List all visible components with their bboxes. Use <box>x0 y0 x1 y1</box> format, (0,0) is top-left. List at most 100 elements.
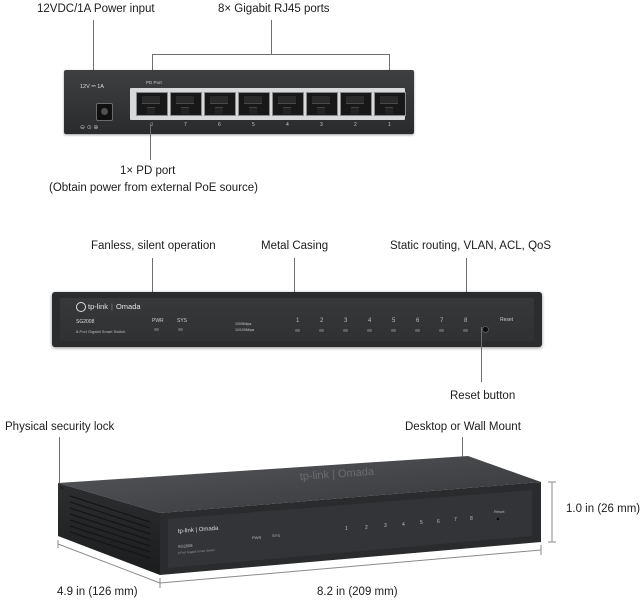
port-led <box>439 329 444 332</box>
rear-port-number: 7 <box>184 122 187 128</box>
persp-brand: tp-link | Omada <box>178 526 220 535</box>
rj45-port[interactable] <box>238 92 270 116</box>
rear-port-number: 1 <box>388 122 391 128</box>
persp-port-number: 6 <box>437 519 440 525</box>
front-logo: tp-link|Omada <box>76 302 141 313</box>
persp-port-number: 4 <box>402 522 405 528</box>
rj45-port[interactable] <box>272 92 304 116</box>
front-port-number: 3 <box>344 318 348 324</box>
pd-port-label: PD Port <box>146 80 162 85</box>
fanless-callout-line <box>152 258 153 294</box>
ground-symbols: ⊖ ⊙ ⊕ <box>80 125 99 131</box>
height-dimension <box>548 481 556 543</box>
persp-port-number: 7 <box>454 517 457 523</box>
rj45-port[interactable] <box>374 92 406 116</box>
top-logo: tp-link | Omada <box>299 466 375 483</box>
pwr-label: PWR <box>152 318 164 324</box>
width-dimension-label: 8.2 in (209 mm) <box>317 586 398 598</box>
port-led <box>415 329 420 332</box>
security-lock-slot <box>60 486 64 490</box>
rj45-bracket-top <box>152 54 390 55</box>
model-description: 8-Port Gigabit Smart Switch <box>76 329 126 334</box>
mount-callout: Desktop or Wall Mount <box>405 421 521 433</box>
rj45-port[interactable] <box>306 92 338 116</box>
security-lock-callout: Physical security lock <box>5 421 115 433</box>
front-port-number: 2 <box>320 318 324 324</box>
pd-port-callout: 1× PD port <box>120 165 176 177</box>
port-led <box>391 329 396 332</box>
width-dimension <box>159 545 542 588</box>
port-led <box>295 329 300 332</box>
reset-button-callout: Reset button <box>450 390 516 402</box>
port-led <box>319 329 324 332</box>
metal-callout-line <box>294 258 295 294</box>
front-port-number: 6 <box>416 318 420 324</box>
mount-callout-line <box>462 437 463 463</box>
pd-callout-dot <box>149 122 152 125</box>
rear-port-number: 4 <box>286 122 289 128</box>
power-callout-line <box>93 20 94 82</box>
routing-callout: Static routing, VLAN, ACL, QoS <box>390 240 552 252</box>
reset-button[interactable] <box>482 326 489 333</box>
persp-model: SG2008 <box>178 543 194 549</box>
lock-callout-line <box>59 437 60 483</box>
persp-pwr: PWR <box>252 535 261 540</box>
persp-port-number: 5 <box>420 520 423 526</box>
rj45-callout-line <box>271 20 272 54</box>
pwr-led <box>154 328 159 331</box>
rj45-port[interactable] <box>204 92 236 116</box>
metal-casing-callout: Metal Casing <box>261 240 329 252</box>
power-input-callout: 12VDC/1A Power input <box>37 3 155 15</box>
persp-port-numbers: 1 2 3 4 5 6 7 8 <box>345 516 473 532</box>
model-name: SG2008 <box>76 319 95 325</box>
persp-port-number: 3 <box>384 523 387 529</box>
dc-power-input: 12V ⎓ 1A ⊖ ⊙ ⊕ <box>76 80 118 131</box>
rear-panel: 12V ⎓ 1A ⊖ ⊙ ⊕ PD Port 8 7 6 5 4 3 2 1 <box>64 70 414 134</box>
front-port-number: 4 <box>368 318 372 324</box>
rj45-port[interactable] <box>136 92 168 116</box>
vent-slots <box>69 495 151 559</box>
rear-port-number: 8 <box>150 122 153 128</box>
perspective-switch: tp-link | Omada tp-link | Omada SG2008 8… <box>57 456 556 588</box>
rear-port-number: 2 <box>354 122 357 128</box>
front-face: tp-link|Omada SG2008 8-Port Gigabit Smar… <box>60 298 534 341</box>
rear-port-number: 6 <box>218 122 221 128</box>
persp-sys: SYS <box>272 533 280 538</box>
speed-1000-label: 1000Mbps <box>235 322 252 326</box>
port-led <box>367 329 372 332</box>
port-led <box>343 329 348 332</box>
rj45-ports-callout: 8× Gigabit RJ45 ports <box>218 3 330 15</box>
front-panel: tp-link|Omada SG2008 8-Port Gigabit Smar… <box>52 292 542 347</box>
dc-jack <box>96 103 113 121</box>
switch-top-surface <box>58 456 541 513</box>
port-led <box>463 329 468 332</box>
dc-label: 12V ⎓ 1A <box>80 84 104 90</box>
depth-dimension-label: 4.9 in (126 mm) <box>57 586 138 598</box>
rj45-port[interactable] <box>170 92 202 116</box>
height-dimension-label: 1.0 in (26 mm) <box>566 503 640 515</box>
persp-reset-label: Reset <box>494 509 505 514</box>
fanless-callout: Fanless, silent operation <box>91 240 216 252</box>
tplink-logo-icon <box>76 302 86 313</box>
brand-name: tp-link <box>88 302 109 311</box>
pd-callout-line <box>150 124 151 160</box>
persp-port-number: 1 <box>345 526 348 532</box>
sub-brand-name: Omada <box>115 302 141 311</box>
switch-front-bezel <box>168 490 532 568</box>
reset-label: Reset <box>500 317 514 323</box>
sys-label: SYS <box>177 318 188 324</box>
persp-port-number: 8 <box>470 516 473 522</box>
rj45-port[interactable] <box>340 92 372 116</box>
speed-10-100-label: 10/100Mbps <box>235 328 255 332</box>
depth-dimension <box>57 540 161 584</box>
persp-reset-hole <box>495 516 501 522</box>
rear-port-strip <box>130 88 406 120</box>
front-port-number: 8 <box>464 318 468 324</box>
pd-port-note: (Obtain power from external PoE source) <box>49 182 259 194</box>
front-port-number: 5 <box>392 318 396 324</box>
front-port-number: 1 <box>296 318 300 324</box>
persp-port-number: 2 <box>365 525 368 531</box>
rear-port-number: 3 <box>320 122 323 128</box>
front-port-number: 7 <box>440 318 444 324</box>
routing-callout-line <box>466 258 467 294</box>
